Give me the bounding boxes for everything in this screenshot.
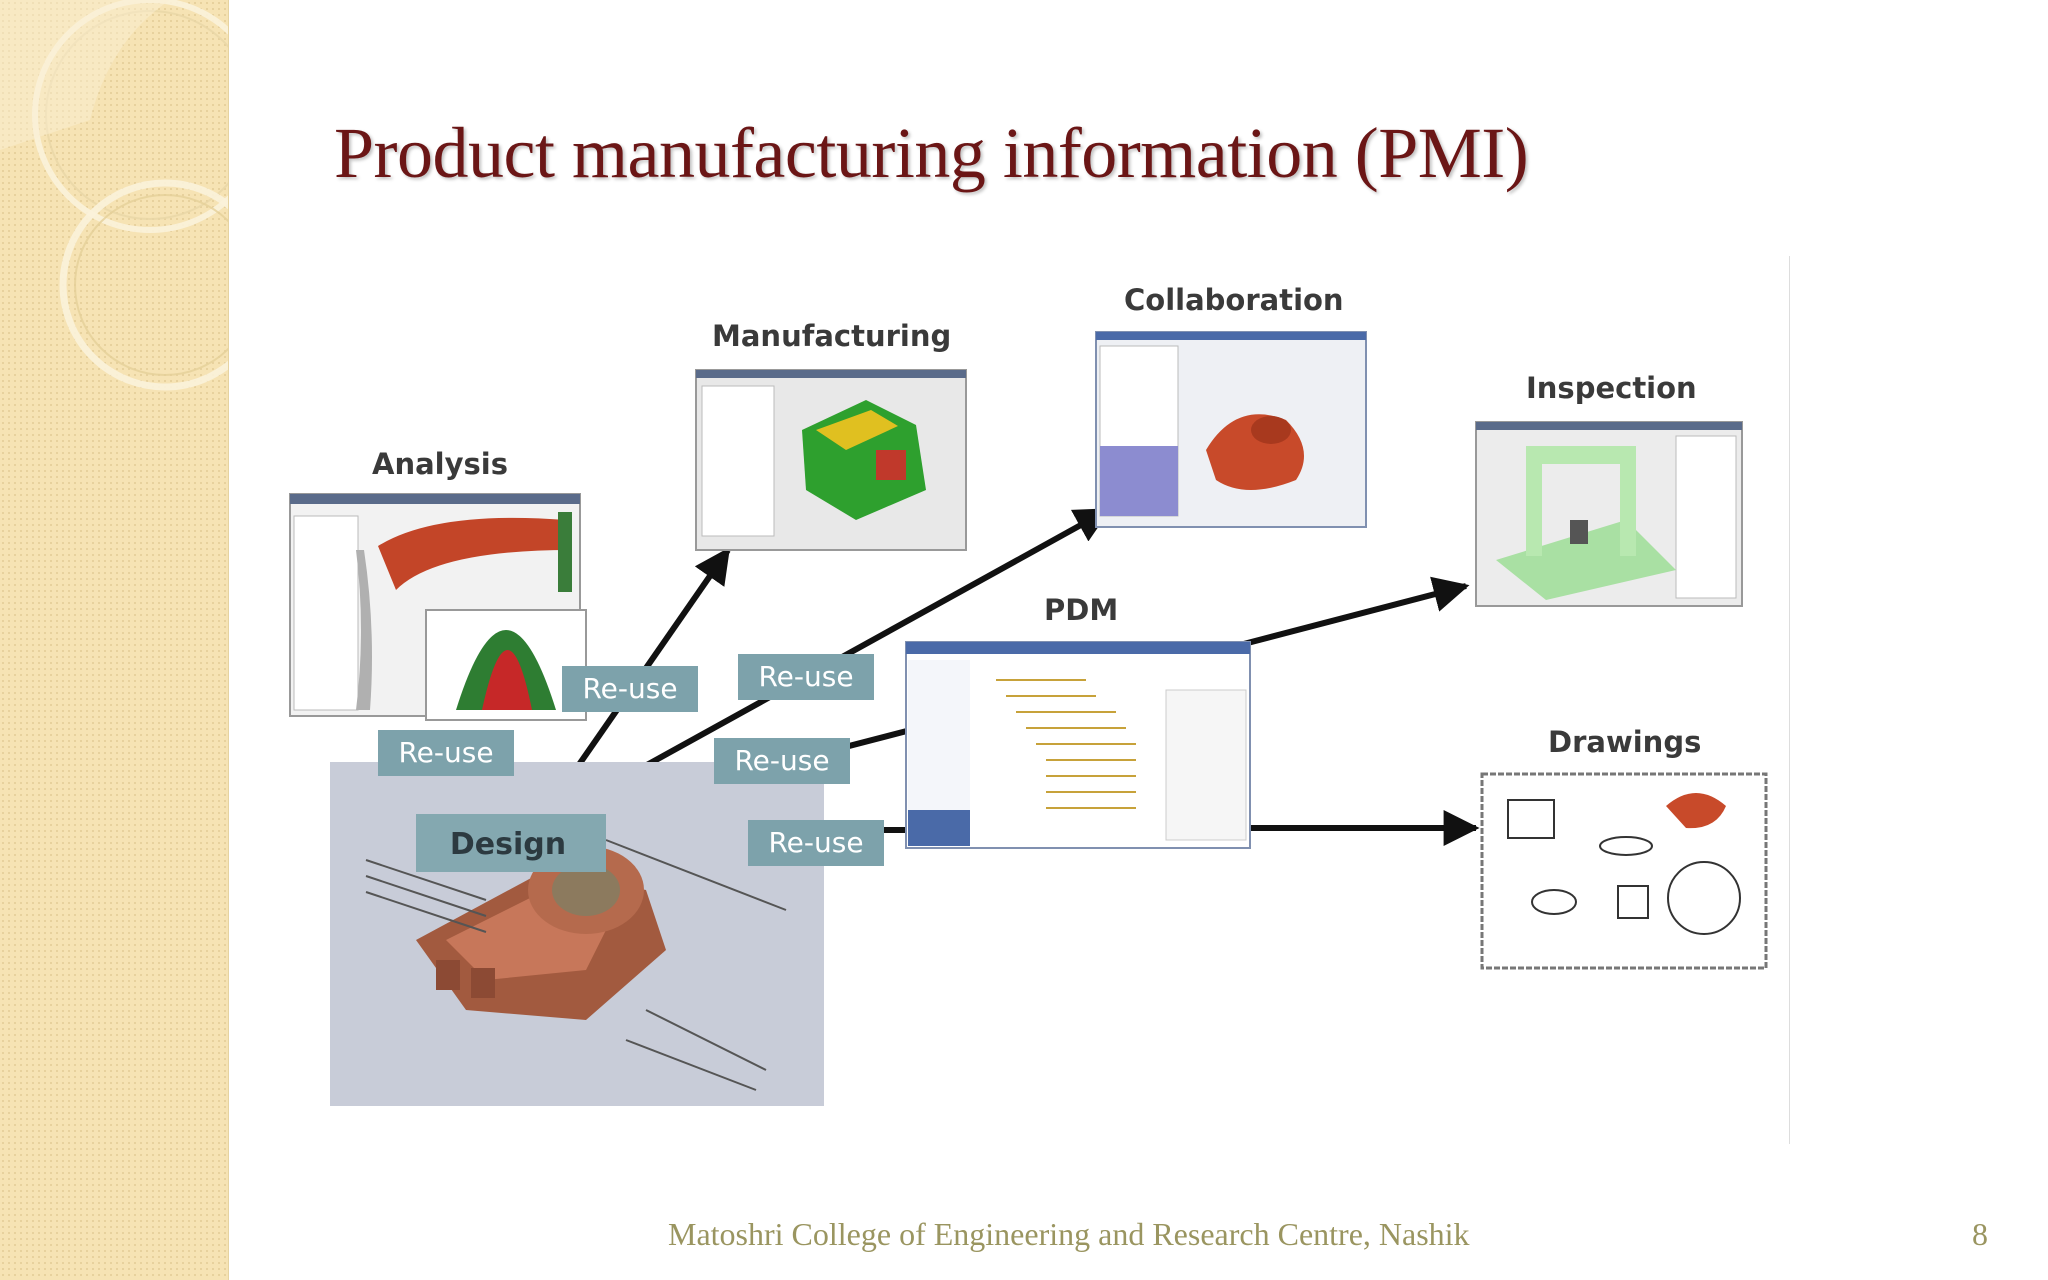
decorative-sidebar xyxy=(0,0,229,1280)
node-labels: Analysis Manufacturing Collaboration Ins… xyxy=(372,283,1701,759)
svg-text:Re-use: Re-use xyxy=(734,744,829,777)
svg-text:Re-use: Re-use xyxy=(582,672,677,705)
reuse-box-pdm-lower: Re-use xyxy=(748,820,884,866)
svg-text:Re-use: Re-use xyxy=(398,736,493,769)
reuse-box-collaboration: Re-use xyxy=(738,654,874,700)
arrow-to-inspection xyxy=(1235,576,1470,649)
drawings-screenshot xyxy=(1480,772,1768,970)
label-collaboration: Collaboration xyxy=(1124,283,1344,317)
label-drawings: Drawings xyxy=(1548,725,1701,759)
label-analysis: Analysis xyxy=(372,447,508,481)
reuse-boxes: Re-use Re-use Re-use Re-use Re-use xyxy=(378,654,884,866)
page-number: 8 xyxy=(1972,1216,1988,1252)
label-design: Design xyxy=(450,827,566,862)
label-manufacturing: Manufacturing xyxy=(712,319,951,353)
part-model-image xyxy=(365,839,787,1091)
manufacturing-screenshot xyxy=(695,369,967,551)
reuse-box-manufacturing: Re-use xyxy=(562,666,698,712)
design-box: Design xyxy=(416,814,606,872)
pmi-diagram: Analysis Manufacturing Collaboration Ins… xyxy=(289,256,1790,1144)
slide-title: Product manufacturing information (PMI) xyxy=(334,113,1529,193)
decorative-rings xyxy=(0,0,228,391)
reuse-box-analysis: Re-use xyxy=(378,730,514,776)
svg-text:Re-use: Re-use xyxy=(758,660,853,693)
svg-text:Re-use: Re-use xyxy=(768,826,863,859)
inspection-screenshot xyxy=(1475,421,1743,607)
label-pdm: PDM xyxy=(1044,593,1118,627)
design-panel xyxy=(330,762,824,1106)
reuse-box-pdm-upper: Re-use xyxy=(714,738,850,784)
analysis-screenshot xyxy=(289,493,587,721)
collaboration-screenshot xyxy=(1095,331,1367,528)
label-inspection: Inspection xyxy=(1526,371,1697,405)
footer-institution: Matoshri College of Engineering and Rese… xyxy=(668,1216,1470,1252)
pdm-screenshot xyxy=(905,641,1251,849)
